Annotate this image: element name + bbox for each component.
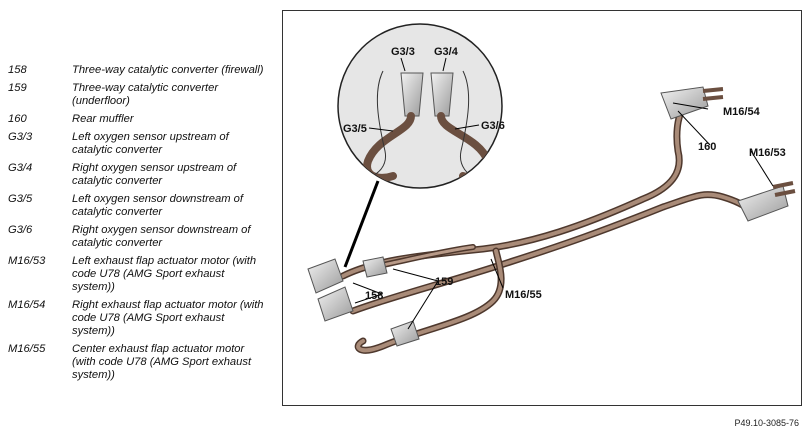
callout-m16-53: M16/53 bbox=[749, 147, 786, 159]
legend-code: 158 bbox=[8, 64, 27, 76]
legend-item: G3/6 Right oxygen sensor downstream of ca… bbox=[8, 224, 270, 250]
legend-desc: Center exhaust flap actuator motor (with… bbox=[72, 343, 252, 381]
callout-m16-54: M16/54 bbox=[723, 106, 761, 118]
legend-item: M16/53 Left exhaust flap actuator motor (… bbox=[8, 255, 270, 294]
legend-item: G3/3 Left oxygen sensor upstream of catal… bbox=[8, 131, 270, 157]
legend-code: M16/55 bbox=[8, 343, 46, 355]
figure-id: P49.10-3085-76 bbox=[734, 418, 799, 428]
legend-code: 160 bbox=[8, 113, 27, 125]
firewall-converters bbox=[307, 258, 354, 322]
legend: 158 Three-way catalytic converter (firewa… bbox=[8, 64, 270, 387]
legend-desc: Left oxygen sensor upstream of catalytic… bbox=[72, 131, 229, 156]
legend-item: 160 Rear muffler bbox=[8, 113, 270, 126]
legend-code: G3/5 bbox=[8, 193, 33, 205]
legend-code: G3/6 bbox=[8, 224, 33, 236]
legend-code: G3/4 bbox=[8, 162, 33, 174]
legend-desc: Left exhaust flap actuator motor (with c… bbox=[72, 255, 257, 293]
legend-item: M16/55 Center exhaust flap actuator motor… bbox=[8, 343, 270, 382]
legend-desc: Rear muffler bbox=[72, 113, 134, 125]
legend-desc: Three-way catalytic converter (firewall) bbox=[72, 64, 264, 76]
exhaust-pipes bbox=[339, 95, 757, 354]
callout-g3-5: G3/5 bbox=[343, 123, 367, 135]
legend-code: M16/54 bbox=[8, 299, 46, 311]
legend-code: 159 bbox=[8, 82, 27, 94]
legend-item: G3/4 Right oxygen sensor upstream of cata… bbox=[8, 162, 270, 188]
legend-item: G3/5 Left oxygen sensor downstream of cat… bbox=[8, 193, 270, 219]
rear-muffler-right bbox=[660, 86, 724, 120]
legend-item: 158 Three-way catalytic converter (firewa… bbox=[8, 64, 270, 77]
callout-g3-4: G3/4 bbox=[434, 46, 459, 58]
legend-code: M16/53 bbox=[8, 255, 46, 267]
legend-desc: Right exhaust flap actuator motor (with … bbox=[72, 299, 264, 337]
inset-pointer bbox=[343, 180, 380, 268]
legend-item: M16/54 Right exhaust flap actuator motor … bbox=[8, 299, 270, 338]
callout-158: 158 bbox=[365, 290, 383, 302]
callout-m16-55: M16/55 bbox=[505, 289, 542, 301]
callout-159: 159 bbox=[435, 276, 453, 288]
underfloor-converters bbox=[362, 256, 420, 347]
inset-magnified-view bbox=[337, 23, 503, 189]
legend-code: G3/3 bbox=[8, 131, 33, 143]
callout-g3-6: G3/6 bbox=[481, 120, 505, 132]
legend-desc: Left oxygen sensor downstream of catalyt… bbox=[72, 193, 244, 218]
diagram-frame: G3/3 G3/4 G3/5 G3/6 M16/54 M16/53 160 M1… bbox=[282, 10, 802, 406]
callout-160: 160 bbox=[698, 141, 716, 153]
exhaust-system-diagram: G3/3 G3/4 G3/5 G3/6 M16/54 M16/53 160 M1… bbox=[307, 23, 796, 354]
callout-leaders bbox=[352, 102, 774, 330]
callout-g3-3: G3/3 bbox=[391, 46, 415, 58]
legend-desc: Three-way catalytic converter (underfloo… bbox=[72, 82, 219, 107]
legend-desc: Right oxygen sensor downstream of cataly… bbox=[72, 224, 251, 249]
legend-item: 159 Three-way catalytic converter (underf… bbox=[8, 82, 270, 108]
rear-muffler-left bbox=[737, 181, 796, 222]
legend-desc: Right oxygen sensor upstream of catalyti… bbox=[72, 162, 237, 187]
